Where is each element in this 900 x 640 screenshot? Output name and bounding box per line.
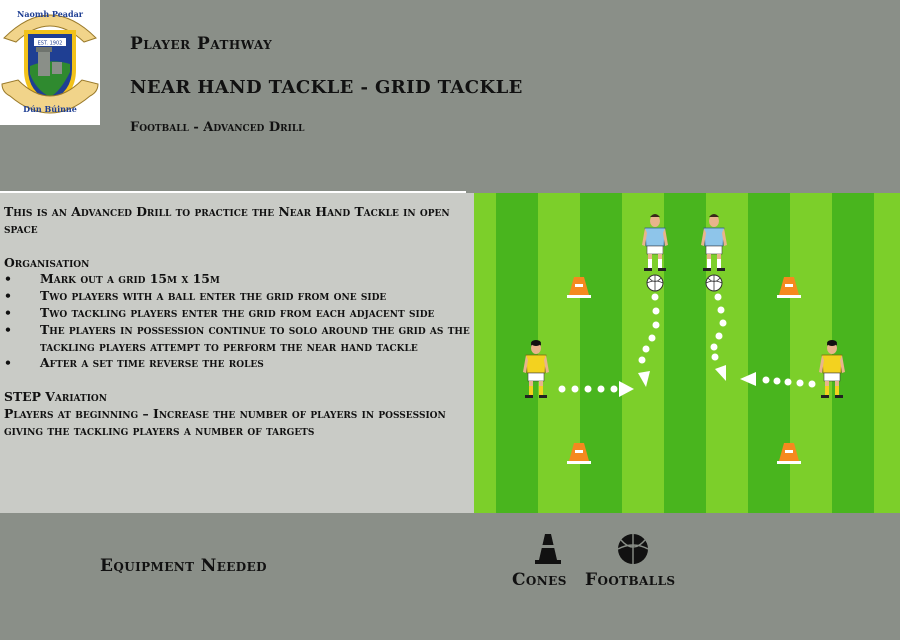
pitch-diagram	[474, 193, 900, 513]
bullet-item: • Two tackling players enter the grid fro…	[4, 305, 470, 322]
crest-bottom-text: Dún Búinne	[23, 104, 77, 114]
run-path-right	[710, 293, 727, 381]
crest-est-text: EST. 1902	[38, 41, 63, 47]
bullet-item: • Mark out a grid 15m x 15m	[4, 271, 470, 288]
bullet-item: • After a set time reverse the roles	[4, 355, 470, 372]
pitch-stripe	[664, 193, 706, 513]
crest-top-text: Naomh Peadar	[17, 9, 84, 19]
football-right	[705, 274, 723, 292]
pathway-label: Player Pathway	[130, 34, 273, 54]
bullet-dot: •	[4, 355, 12, 371]
bullet-dot: •	[4, 271, 12, 287]
divider-line	[0, 191, 466, 193]
drill-intro: This is an Advanced Drill to practice th…	[4, 204, 450, 236]
cone-icon	[535, 534, 561, 564]
description-panel: This is an Advanced Drill to practice th…	[0, 193, 474, 513]
cones-label: Cones	[512, 570, 567, 590]
bullet-text: Two tackling players enter the grid from…	[40, 304, 435, 320]
bullet-text: Two players with a ball enter the grid f…	[40, 288, 387, 304]
bullet-dot: •	[4, 304, 12, 320]
pitch-stripe	[580, 193, 622, 513]
equipment-label: Equipment Needed	[100, 556, 267, 576]
organisation-heading: Organisation	[4, 254, 90, 270]
football-icon	[617, 534, 649, 564]
tackle-path-right	[740, 372, 816, 388]
pitch-stripe	[748, 193, 790, 513]
bullet-text: The players in possession continue to so…	[40, 321, 470, 354]
footballs-label: Footballs	[585, 570, 676, 590]
drill-subtitle: Football - Advanced Drill	[130, 120, 305, 135]
pitch-stripe	[496, 193, 538, 513]
variation-heading: STEP Variation	[4, 389, 107, 405]
drill-title: NEAR HAND TACKLE - GRID TACKLE	[130, 77, 523, 98]
bullet-text: After a set time reverse the roles	[40, 355, 264, 371]
bullet-item: • The players in possession continue to s…	[4, 322, 470, 356]
tackle-path-left	[558, 381, 634, 397]
run-path-left	[638, 293, 660, 387]
bullet-dot: •	[4, 288, 12, 304]
variation-text: Players at beginning – Increase the numb…	[4, 405, 446, 438]
bullet-text: Mark out a grid 15m x 15m	[40, 271, 220, 287]
club-crest: Naomh Peadar EST. 1902 Dún Búinne	[0, 0, 100, 125]
bullet-item: • Two players with a ball enter the grid …	[4, 288, 470, 305]
pitch-stripe	[832, 193, 874, 513]
football-left	[646, 274, 664, 292]
bullet-dot: •	[4, 321, 12, 337]
